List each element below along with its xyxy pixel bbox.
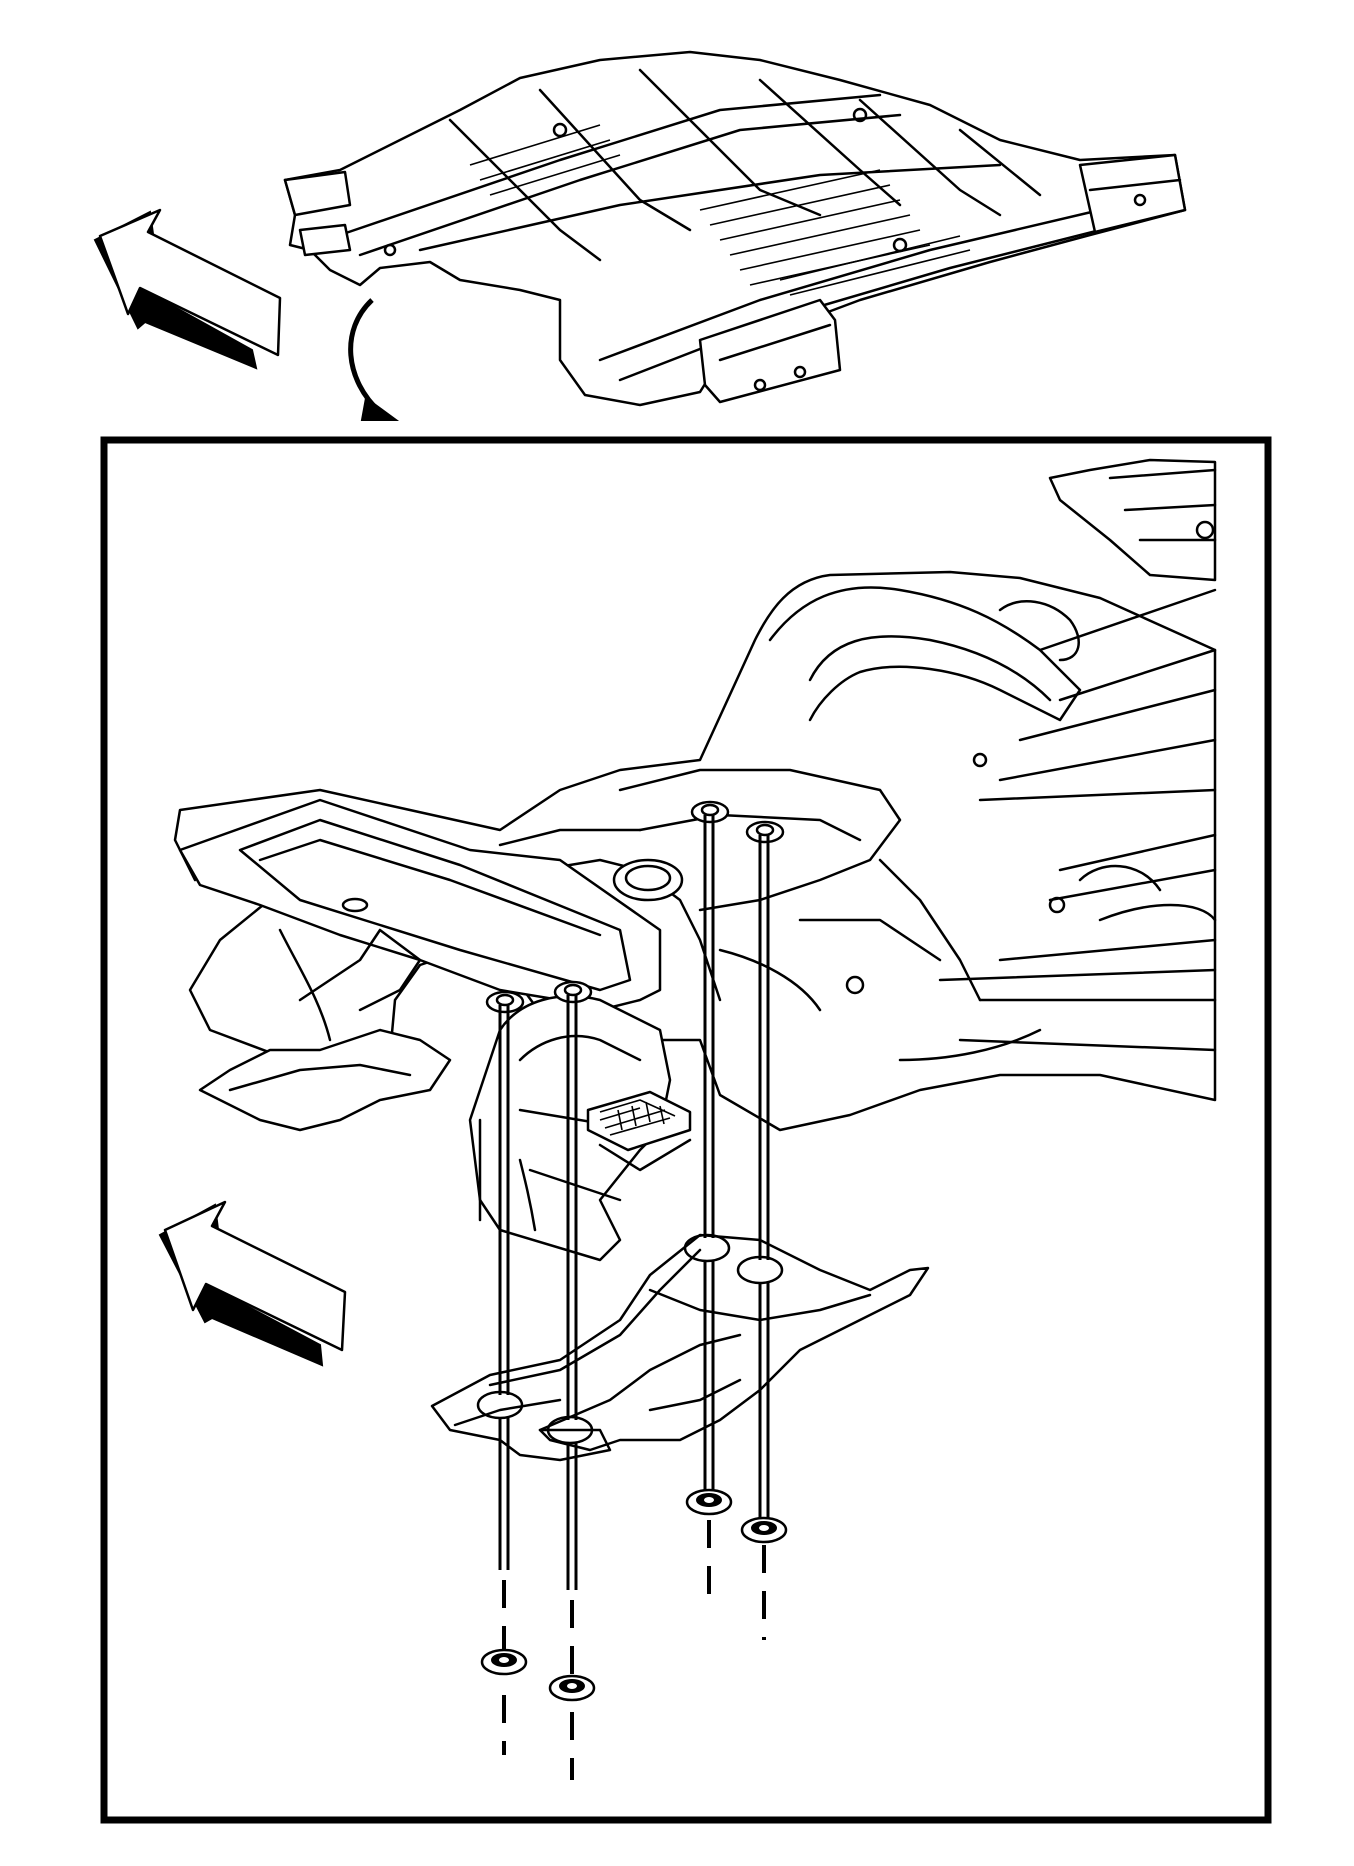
hex-nut-icon (685, 1488, 733, 1516)
overview-underbody-frame (283, 50, 1187, 407)
hex-nut-icon (548, 1674, 596, 1702)
alignment-lines (498, 815, 770, 1590)
detail-underbody-rails (173, 458, 1217, 1262)
mounting-plate (430, 1233, 930, 1462)
frame-studs (485, 800, 785, 1014)
hex-nut-icon (740, 1516, 788, 1544)
detail-frame (100, 436, 1272, 1824)
direction-arrow-icon (158, 1200, 347, 1367)
dashed-alignment-lines (502, 1520, 766, 1780)
direction-arrow-icon (93, 208, 282, 370)
curved-pointer-arrow-icon (348, 298, 400, 421)
hex-nut-icon (480, 1648, 528, 1676)
